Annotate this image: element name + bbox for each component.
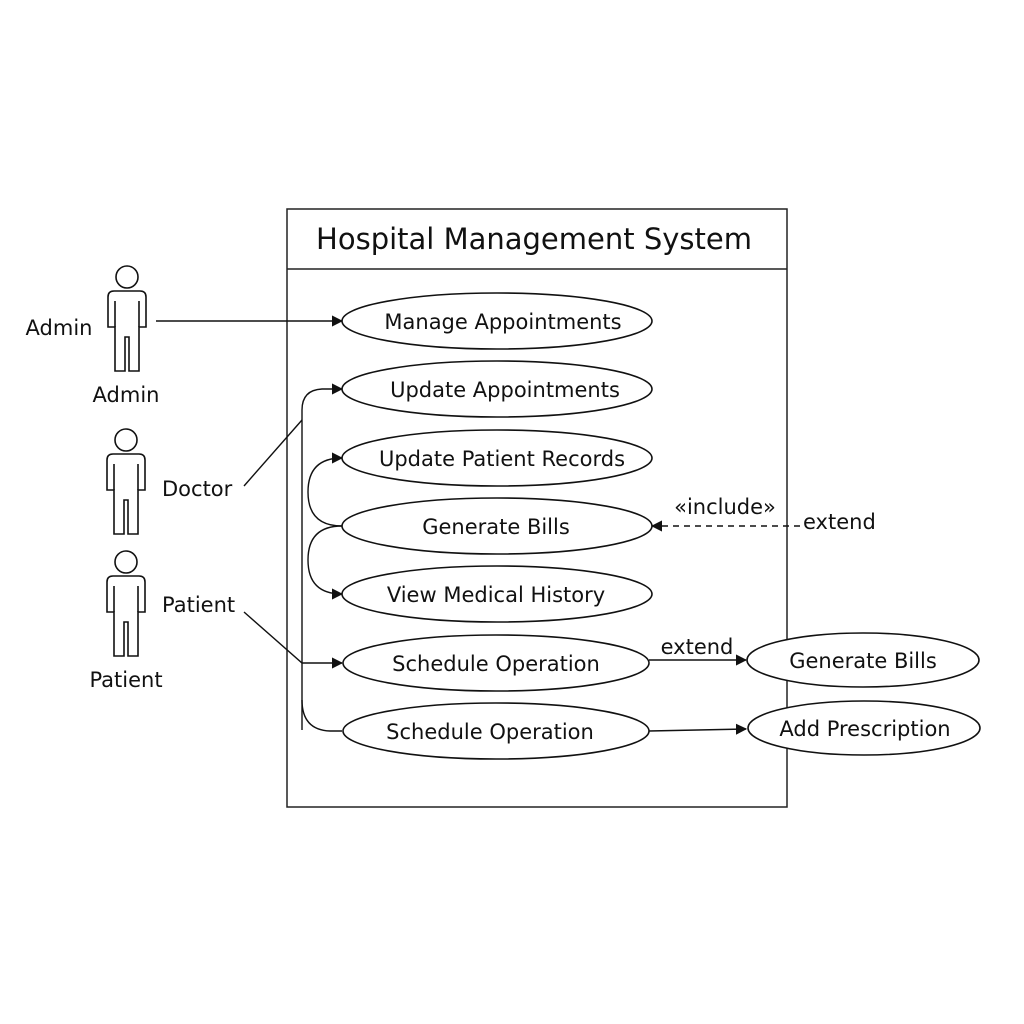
actor-doctor: Doctor <box>106 428 233 535</box>
spine-bottom-to-schedule-operation-2 <box>301 699 342 732</box>
use-case-label: Generate Bills <box>789 649 937 673</box>
use-case-manage-appointments: Manage Appointments <box>341 292 653 350</box>
system-boundary-box <box>286 208 788 808</box>
use-case-ellipse <box>342 702 650 760</box>
stick-figure-icon <box>106 428 146 535</box>
use-case-update-appointments: Update Appointments <box>341 360 653 418</box>
system-boundary: Hospital Management System <box>286 208 788 808</box>
stick-figure-icon <box>107 265 147 372</box>
use-case-schedule-operation-1: Schedule Operation <box>342 634 650 692</box>
actor-caption: Patient <box>89 668 162 692</box>
system-title: Hospital Management System <box>316 222 752 256</box>
use-case-label: Update Appointments <box>390 378 620 402</box>
actor-caption: Admin <box>93 383 160 407</box>
use-case-label: Schedule Operation <box>386 720 594 744</box>
use-case-label: Add Prescription <box>779 717 950 741</box>
actor-side-label: Patient <box>162 593 235 617</box>
use-case-ellipse <box>341 497 653 555</box>
patient-to-schedule-operation-1 <box>243 611 344 669</box>
doctor-to-spine <box>243 419 303 487</box>
connectors <box>156 315 800 735</box>
use-case-ellipse <box>341 360 653 418</box>
use-case-schedule-operation-2: Schedule Operation <box>342 702 650 760</box>
actor-patient: Patient Patient <box>89 550 235 692</box>
relation-labels: «include» extend extend <box>661 495 876 659</box>
schedule-operation-2-to-add-prescription <box>648 723 748 735</box>
use-case-ellipse <box>342 634 650 692</box>
use-case-ellipse <box>746 632 980 688</box>
use-case-label: View Medical History <box>387 583 605 607</box>
use-case-add-prescription: Add Prescription <box>747 700 981 756</box>
actor-side-label: Doctor <box>162 477 233 501</box>
use-case-ellipse <box>341 292 653 350</box>
use-case-ellipse <box>341 429 653 487</box>
include-label: «include» <box>674 495 776 519</box>
use-case-label: Generate Bills <box>422 515 570 539</box>
actor-side-label: Admin <box>26 316 93 340</box>
use-case-view-medical-history: View Medical History <box>341 565 653 623</box>
loop-generate-to-update-patient-records <box>307 452 344 527</box>
use-case-generate-bills: Generate Bills <box>341 497 653 555</box>
actor-admin: Admin Admin <box>26 265 160 407</box>
spine-to-update-appointments <box>301 383 344 730</box>
use-case-label: Schedule Operation <box>392 652 600 676</box>
extend-label-solid: extend <box>661 635 734 659</box>
extend-label-dashed: extend <box>803 510 876 534</box>
use-case-label: Manage Appointments <box>384 310 621 334</box>
stick-figure-icon <box>106 550 146 657</box>
use-case-ellipse <box>341 565 653 623</box>
loop-generate-to-view-medical-history <box>307 525 344 600</box>
use-case-ellipse <box>747 700 981 756</box>
use-case-generate-bills-external: Generate Bills <box>746 632 980 688</box>
use-case-label: Update Patient Records <box>379 447 625 471</box>
use-case-update-patient-records: Update Patient Records <box>341 429 653 487</box>
